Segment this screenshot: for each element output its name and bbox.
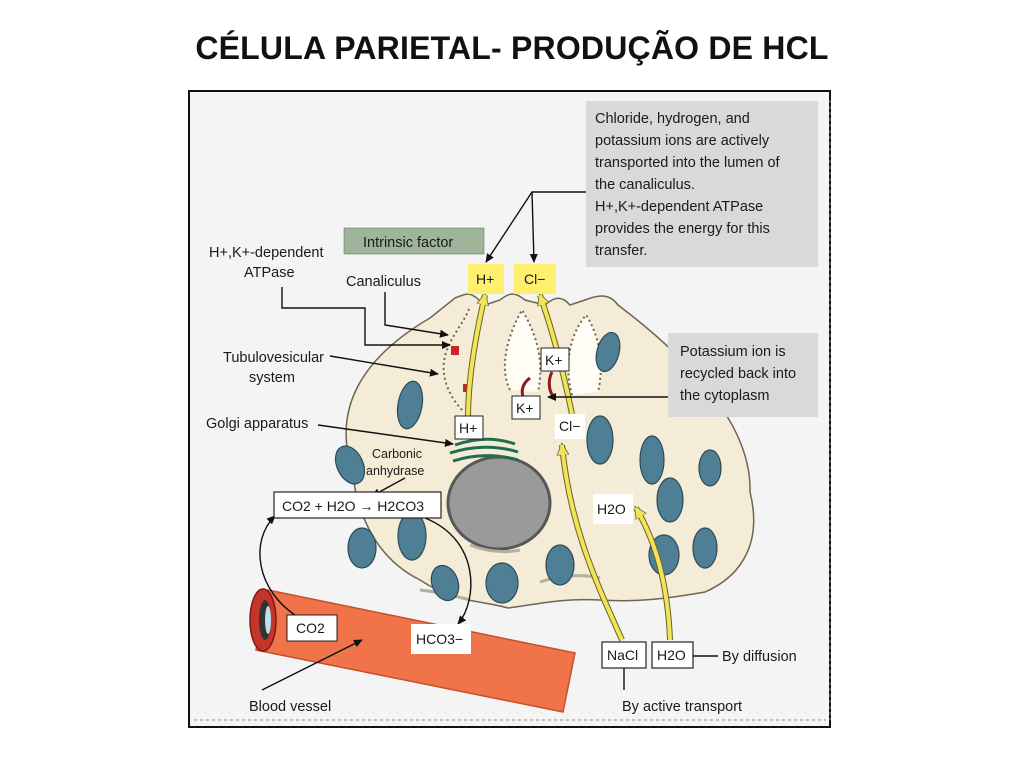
parietal-cell: [345, 293, 755, 609]
h2o-outside-label: H2O: [657, 647, 686, 663]
transport-arrows: [465, 294, 673, 642]
mitochondrion: [656, 477, 684, 523]
tubulo-label-line1: Tubulovesicular: [223, 350, 324, 366]
k-plus-box-lower: [511, 395, 541, 420]
equation-to-hco3: [424, 517, 472, 625]
nacl-label: NaCl: [607, 647, 638, 663]
pot-callout-text-line: recycled back into: [680, 366, 796, 382]
mitochondrion: [595, 331, 621, 373]
top-callout-text-line: Chloride, hydrogen, and: [595, 111, 750, 127]
h-plus-lumen-label: H+: [476, 271, 494, 287]
page-title: CÉLULA PARIETAL- PRODUÇÃO DE HCL: [195, 30, 829, 66]
potassium-callout-box: [668, 333, 818, 417]
nacl-box: [601, 641, 647, 669]
top-callout-text-line: the canaliculus.: [595, 177, 695, 193]
atpase-marker: [451, 346, 459, 355]
co2-to-equation: [259, 515, 299, 618]
k-plus-upper-label: K+: [545, 352, 563, 368]
vessel-label-leader: [261, 639, 363, 691]
golgi-apparatus: [449, 437, 519, 463]
atpase-label-line1: H+,K+-dependent: [209, 245, 323, 261]
mitochondrion: [586, 415, 614, 465]
atpase-leader: [281, 287, 451, 349]
cl-cell-box: [555, 414, 585, 439]
by-active-transport-label: By active transport: [622, 699, 742, 715]
mitochondrion: [545, 544, 575, 586]
mitochondrion: [698, 449, 722, 487]
top-callout-text-line: transfer.: [595, 243, 647, 259]
mitochondrion: [430, 564, 460, 602]
atpase-label-line2: ATPase: [244, 265, 295, 281]
equation-label: CO2 + H2O → H2CO3: [282, 498, 424, 514]
canaliculus-right: [567, 313, 602, 396]
h-plus-lumen-box: [468, 264, 504, 294]
h2o-outside-box: [651, 641, 694, 669]
cl-lumen-label: Cl−: [524, 271, 545, 287]
h-plus-cell-box: [454, 415, 484, 440]
nacl-cl-arrow-fill: [560, 444, 624, 641]
nucleus: [446, 455, 552, 551]
hco3-box: [411, 624, 471, 654]
h2o-arrow-fill: [634, 506, 672, 641]
pot-callout-text-line: Potassium ion is: [680, 344, 786, 360]
callout-to-cl-leader: [529, 191, 538, 263]
top-callout-text-line: transported into the lumen of: [595, 155, 781, 171]
mitochondrion: [639, 435, 665, 485]
cl-lumen-box: [514, 264, 556, 294]
co2-vessel-box: [286, 614, 338, 642]
top-callout-box: [586, 101, 818, 267]
tubulo-label-line2: system: [249, 370, 295, 386]
top-callout-text-line: potassium ions are actively: [595, 133, 770, 149]
top-callout-text-line: provides the energy for this: [595, 221, 770, 237]
canaliculus-label: Canaliculus: [346, 274, 421, 290]
k-plus-lower-label: K+: [516, 400, 534, 416]
mitochondrion: [396, 380, 424, 430]
mitochondria: [334, 331, 722, 604]
top-callout-text-line: H+,K+-dependent ATPase: [595, 199, 763, 215]
cl-cell-label: Cl−: [559, 418, 580, 434]
by-diffusion-label: By diffusion: [722, 649, 797, 665]
canaliculus-left: [442, 305, 471, 411]
carbonic-label-line1: Carbonic: [372, 447, 422, 461]
pot-callout-text-line: the cytoplasm: [680, 388, 769, 404]
canaliculus-leader: [384, 292, 449, 338]
h2o-cell-box: [593, 494, 633, 524]
intrinsic-factor-label: Intrinsic factor: [363, 235, 453, 251]
golgi-label: Golgi apparatus: [206, 416, 308, 432]
carbonic-label-line2: anhydrase: [366, 464, 424, 478]
potassium-callout-text: Potassium ion is recycled back into the cy…: [680, 344, 796, 404]
intrinsic-factor-box: [343, 227, 485, 255]
mitochondrion: [347, 527, 377, 569]
co2-vessel-label: CO2: [296, 620, 325, 636]
blood-vessel-label: Blood vessel: [249, 699, 331, 715]
mitochondrion: [692, 527, 718, 569]
h-plus-arrow-fill: [466, 294, 487, 419]
tubulo-leader: [329, 355, 439, 377]
k-plus-box-upper: [540, 347, 570, 372]
golgi-leader: [317, 424, 454, 447]
canaliculus-mid: [503, 308, 542, 393]
h-plus-cell-label: H+: [459, 420, 477, 436]
hco3-label: HCO3−: [416, 631, 463, 647]
equation-box: [273, 491, 442, 519]
mitochondrion: [397, 511, 427, 561]
mitochondrion: [334, 445, 366, 485]
top-callout-text: Chloride, hydrogen, and potassium ions ar…: [595, 111, 781, 259]
mitochondrion: [485, 562, 519, 604]
h2o-cell-label: H2O: [597, 501, 626, 517]
